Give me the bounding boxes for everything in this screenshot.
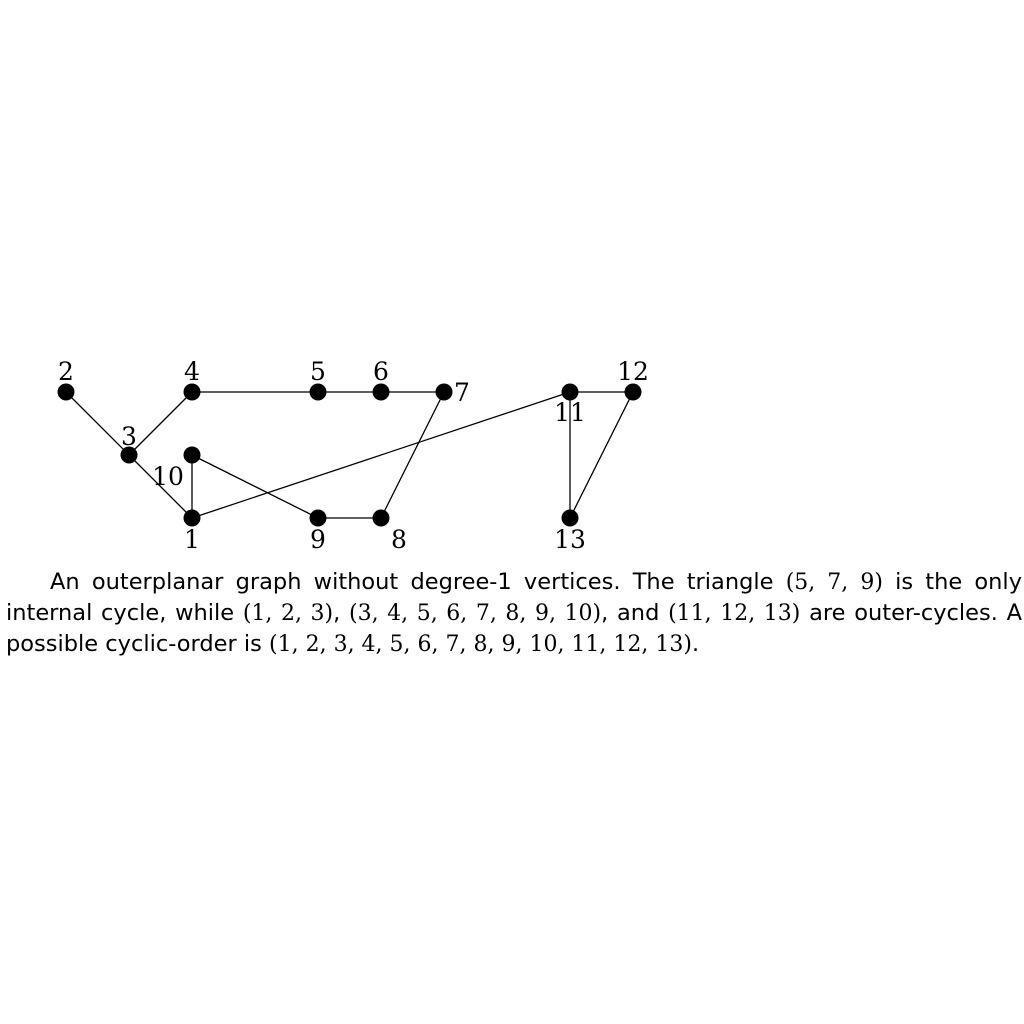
vertex-7 — [435, 383, 453, 401]
vertex-label-12: 12 — [617, 357, 649, 386]
caption-text-5: are outer-cycles. A possible cyclic-orde… — [6, 600, 1022, 657]
vertex-6 — [372, 383, 390, 401]
vertex-label-8: 8 — [391, 525, 407, 554]
vertex-4 — [183, 383, 201, 401]
edge-9-10 — [191, 454, 319, 519]
vertex-3 — [120, 446, 138, 464]
vertex-13 — [561, 509, 579, 527]
edge-3-4 — [128, 391, 193, 456]
vertex-11 — [561, 383, 579, 401]
caption-text-4: , and — [601, 600, 669, 626]
vertex-label-2: 2 — [58, 357, 74, 386]
vertex-12 — [624, 383, 642, 401]
edge-3-1 — [128, 454, 193, 519]
caption-math-triangle: (5, 7, 9) — [785, 570, 883, 595]
vertex-5 — [309, 383, 327, 401]
caption-text-3: , — [333, 600, 350, 626]
vertex-label-5: 5 — [310, 357, 326, 386]
caption-text-1: An outerplanar graph without degree-1 ve… — [50, 569, 786, 595]
vertex-label-9: 9 — [310, 525, 326, 554]
edge-2-3 — [65, 391, 130, 456]
vertex-label-3: 3 — [121, 422, 137, 451]
vertex-label-1: 1 — [184, 525, 200, 554]
edge-7-8 — [380, 391, 445, 519]
graph-vertices — [57, 383, 642, 527]
vertex-2 — [57, 383, 75, 401]
figure-caption: An outerplanar graph without degree-1 ve… — [6, 567, 1022, 660]
caption-math-cyclic-order: (1, 2, 3, 4, 5, 6, 7, 8, 9, 10, 11, 12, … — [269, 632, 692, 657]
vertex-label-11: 11 — [554, 398, 586, 427]
edge-12-13 — [569, 391, 634, 519]
caption-text-2: is the only internal cycle, while — [6, 569, 1023, 626]
caption-text-6: . — [691, 631, 700, 657]
vertex-1 — [183, 509, 201, 527]
vertex-8 — [372, 509, 390, 527]
vertex-label-7: 7 — [454, 378, 470, 407]
edge-1-11 — [191, 391, 571, 519]
vertex-9 — [309, 509, 327, 527]
caption-math-cycle-2: (3, 4, 5, 6, 7, 8, 9, 10) — [349, 601, 602, 626]
caption-math-cycle-3: (11, 12, 13) — [668, 601, 801, 626]
vertex-label-13: 13 — [554, 525, 586, 554]
caption-math-cycle-1: (1, 2, 3) — [242, 601, 334, 626]
vertex-label-4: 4 — [184, 357, 200, 386]
graph-edges — [65, 391, 634, 519]
vertex-10 — [183, 446, 201, 464]
vertex-label-6: 6 — [373, 357, 389, 386]
vertex-label-10: 10 — [152, 462, 184, 491]
